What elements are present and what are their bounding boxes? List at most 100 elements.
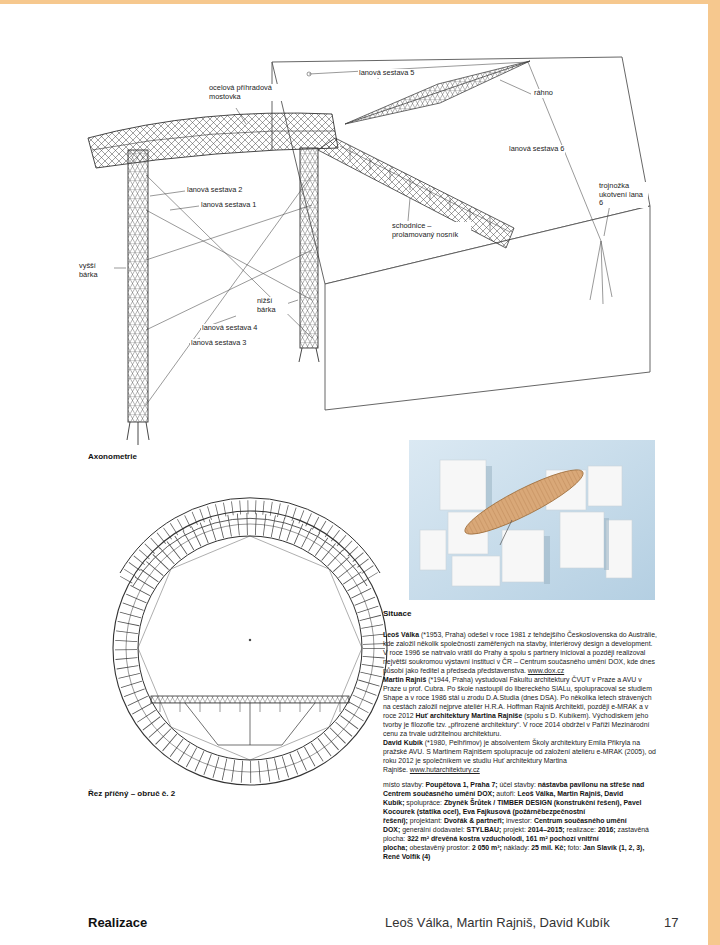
cross-section-part [126, 524, 374, 772]
boom-part [345, 61, 530, 124]
site-render-part [604, 518, 609, 570]
cross-section-part [113, 511, 387, 785]
bold-text: 2014–2015; [528, 826, 565, 833]
body-text-run: obestavěný prostor: [409, 844, 470, 851]
site-render-part [560, 512, 604, 568]
body-text-run: investor: [506, 817, 532, 824]
barge-towers-part [299, 348, 319, 362]
site-render [409, 440, 655, 600]
staircase-part [340, 146, 510, 232]
roof-building [272, 57, 650, 410]
cables-part [307, 72, 311, 76]
cross-section-part [151, 696, 349, 703]
cables-part [590, 241, 601, 300]
body-text-run: účel stavby: [499, 781, 535, 788]
site-render-part [500, 520, 512, 545]
body-text-run: projekt: [503, 826, 526, 833]
cables-part [146, 210, 312, 300]
cables-part [146, 205, 312, 260]
cross-section-part [249, 639, 251, 641]
site-render-part [440, 460, 486, 510]
barge-towers [127, 148, 319, 445]
cross-section-part [185, 703, 315, 745]
site-render-part [420, 460, 632, 586]
leader-lines-part [604, 204, 610, 236]
footer-text: Leoš Válka, Martin Rajniš, David Kubík [385, 915, 610, 930]
cables-part [146, 175, 312, 405]
body-text-run: autoři: [496, 790, 515, 797]
bold-text: 2 050 m³; [472, 844, 502, 851]
leader-lines-part [500, 80, 531, 94]
barge-towers-part [127, 422, 149, 445]
bold-text: 2016; [598, 826, 616, 833]
body-text-run: místo stavby: [383, 781, 424, 788]
body-text: Leoš Válka(*1953, Praha) odešel v roce 1… [383, 630, 657, 861]
footer-text: 17 [664, 915, 678, 930]
leader-lines-part [150, 191, 185, 196]
bold-text: Poupětova 1, Praha 7; [426, 781, 498, 788]
callout-label: lanová sestava 6 [508, 145, 565, 154]
body-text-run: generální dodavatel: [402, 826, 464, 833]
cables-part [146, 250, 312, 330]
boom [345, 61, 530, 124]
leader-lines-part [170, 206, 199, 210]
site-render-part [502, 530, 544, 582]
figure-caption: Řez příčný – obruč č. 2 [88, 789, 175, 798]
site-render-part [588, 466, 622, 506]
staircase [318, 138, 514, 248]
cables [146, 62, 612, 405]
barge-towers-part [300, 148, 318, 348]
paragraph: Leoš Válka(*1953, Praha) odešel v roce 1… [383, 630, 657, 675]
site-render-part [452, 556, 500, 586]
cross-section-part [138, 536, 362, 760]
leader-lines-part [113, 268, 126, 269]
bold-text: Martin Rajniš [383, 676, 426, 683]
footer-text: Realizace [88, 915, 147, 930]
leader-lines-part [408, 198, 410, 221]
truss-deck-part [92, 131, 335, 150]
staircase-part [318, 138, 514, 248]
bold-text: Huť architektury Martina Rajniše [416, 712, 523, 719]
paragraph: Martin Rajniš(*1944, Praha) vystudoval F… [383, 675, 657, 738]
callout-label: lanová sestava 2 [186, 186, 243, 195]
body-text-run: projektant: [410, 817, 442, 824]
figure-caption: Situace [383, 609, 411, 618]
staircase-part [350, 148, 490, 230]
callout-label: ocelová příhradová mostovka [208, 84, 282, 101]
body-text-run: foto: [568, 844, 581, 851]
callout-label: nižší bárka [256, 297, 288, 314]
leader-lines [113, 70, 610, 344]
leader-lines-part [236, 108, 246, 124]
site-render-part [486, 466, 492, 512]
callout-label: lanová sestava 1 [200, 201, 257, 210]
paragraph: místo stavby:Poupětova 1, Praha 7;účel s… [383, 780, 657, 861]
bold-text: Leoš Válka [383, 631, 419, 638]
callout-label: vyšší bárka [78, 262, 114, 279]
figure-caption: Axonometrie [88, 452, 137, 461]
cross-section-part [138, 536, 362, 760]
callout-label: ráhno [533, 89, 554, 98]
site-render-part [459, 460, 588, 543]
page-frame-part [708, 0, 720, 945]
site-render-part [420, 530, 446, 570]
callout-label: lanová sestava 5 [358, 69, 415, 78]
callout-label: lanová sestava 3 [190, 339, 247, 348]
web-link: www.hutarchitektury.cz [410, 766, 480, 773]
page-frame-part [0, 0, 720, 4]
site-render-part [544, 536, 550, 584]
cables-part [146, 175, 312, 338]
bold-text: David Kubík [383, 739, 423, 746]
body-text-run: realizace: [567, 826, 597, 833]
barge-towers-part [128, 150, 148, 422]
web-link: www.dox.cz [528, 667, 564, 674]
callout-label: schodnice – prolamovaný nosník [391, 222, 471, 239]
bold-text: Dvořák & partneři; [444, 817, 504, 824]
boom-part [345, 61, 530, 124]
bold-text: 25 mil. Kč; [531, 844, 565, 851]
site-render-part [409, 440, 655, 600]
body-text-run: (*1953, Praha) odešel v roce 1981 z tehd… [383, 631, 657, 674]
callout-label: lanová sestava 4 [201, 324, 258, 333]
bold-text: STYLBAU; [467, 826, 502, 833]
